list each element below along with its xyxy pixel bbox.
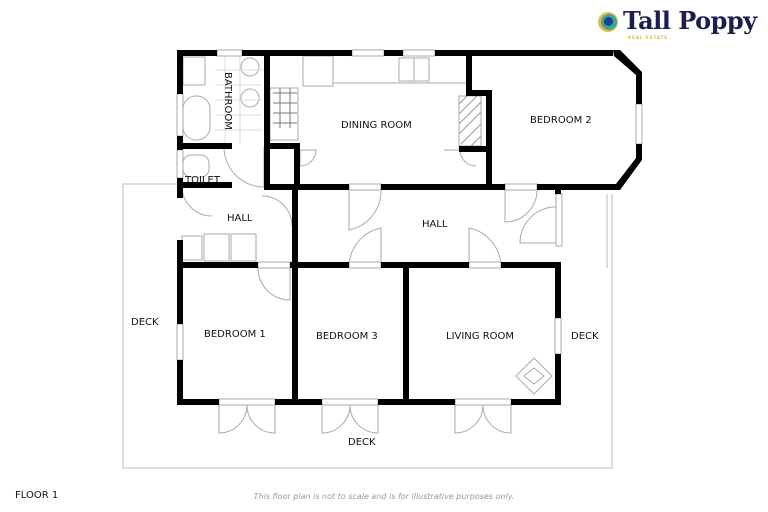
room-label-bedroom-3: BEDROOM 3	[316, 331, 378, 342]
brand-logo: Tall Poppy REAL ESTATE	[598, 6, 758, 42]
deck-outline	[122, 183, 613, 469]
walls	[177, 50, 642, 405]
room-label-hall-east: HALL	[422, 219, 448, 230]
poppy-logo-icon	[598, 12, 618, 32]
room-label-living-room: LIVING ROOM	[446, 331, 514, 342]
room-label-deck-south: DECK	[348, 437, 376, 448]
room-label-bedroom-2: BEDROOM 2	[530, 115, 592, 126]
room-label-hall-west: HALL	[227, 213, 253, 224]
room-label-dining-room: DINING ROOM	[341, 120, 412, 131]
room-label-deck-east: DECK	[571, 331, 599, 342]
brand-name: Tall Poppy	[623, 6, 757, 35]
room-label-deck-west: DECK	[131, 317, 159, 328]
fixtures	[176, 49, 643, 434]
brand-tagline: REAL ESTATE	[628, 35, 669, 40]
floor-label: FLOOR 1	[15, 490, 59, 501]
room-label-toilet: TOILET	[184, 175, 221, 186]
room-label-bedroom-1: BEDROOM 1	[204, 329, 266, 340]
disclaimer-text: This floor plan is not to scale and is f…	[253, 492, 515, 501]
room-label-bathroom: BATHROOM	[222, 72, 233, 130]
